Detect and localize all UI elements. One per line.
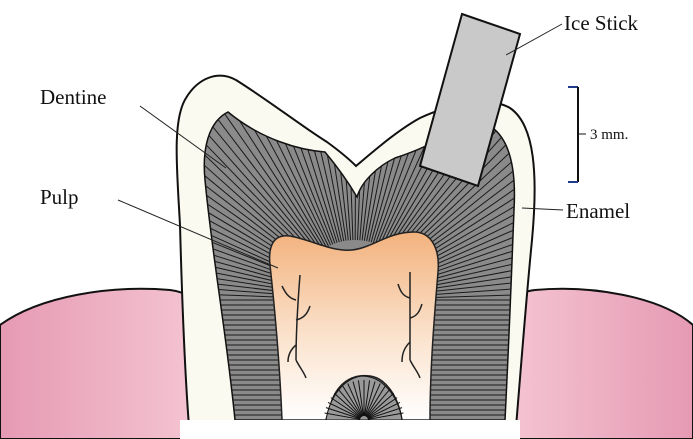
ice-stick-label: Ice Stick <box>564 11 639 35</box>
pulp-label: Pulp <box>40 185 79 209</box>
scale-bar <box>568 87 586 182</box>
enamel-label: Enamel <box>566 199 630 223</box>
tooth-base <box>180 420 520 439</box>
scale-label: 3 mm. <box>590 127 628 143</box>
dentine-label: Dentine <box>40 85 106 109</box>
